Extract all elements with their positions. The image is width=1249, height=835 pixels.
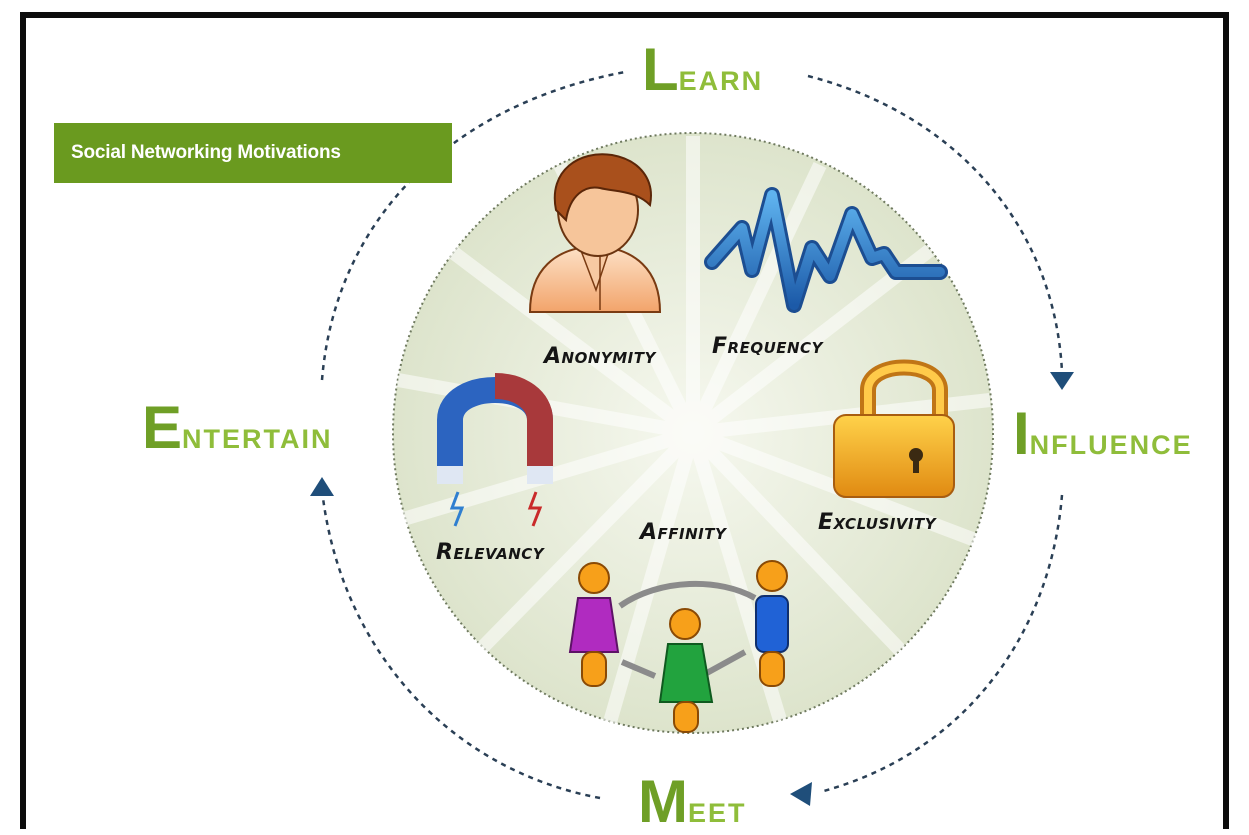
motivation-label-frequency: FREQUENCY [712, 334, 823, 359]
arrowhead-influence [1050, 372, 1074, 390]
arc-meet-entertain [320, 489, 601, 800]
arc-entertain-learn [320, 70, 626, 381]
magnet-icon [437, 373, 553, 527]
cycle-label-influence: INFLUENCE [1013, 400, 1193, 467]
padlock-icon [833, 359, 955, 498]
arc-influence-meet [819, 494, 1064, 794]
motivation-label-anonymity: ANONYMITY [544, 344, 656, 369]
people-group-icon [568, 560, 789, 733]
arrowhead-meet [790, 782, 812, 806]
wave-icon [704, 187, 948, 313]
arrowhead-entertain [310, 477, 334, 496]
motivation-label-exclusivity: EXCLUSIVITY [818, 510, 937, 535]
motivation-label-relevancy: RELEVANCY [436, 540, 545, 565]
cycle-arrowheads [310, 372, 1074, 806]
cycle-label-entertain: ENTERTAIN [142, 394, 333, 461]
cycle-arrows [320, 70, 1064, 800]
diagram-title: Social Networking Motivations [54, 123, 452, 183]
cycle-label-learn: LEARN [642, 36, 764, 103]
arc-learn-influence [807, 74, 1064, 373]
cycle-label-meet: MEET [638, 768, 747, 835]
motivation-label-affinity: AFFINITY [640, 520, 727, 545]
person-icon [528, 153, 662, 313]
